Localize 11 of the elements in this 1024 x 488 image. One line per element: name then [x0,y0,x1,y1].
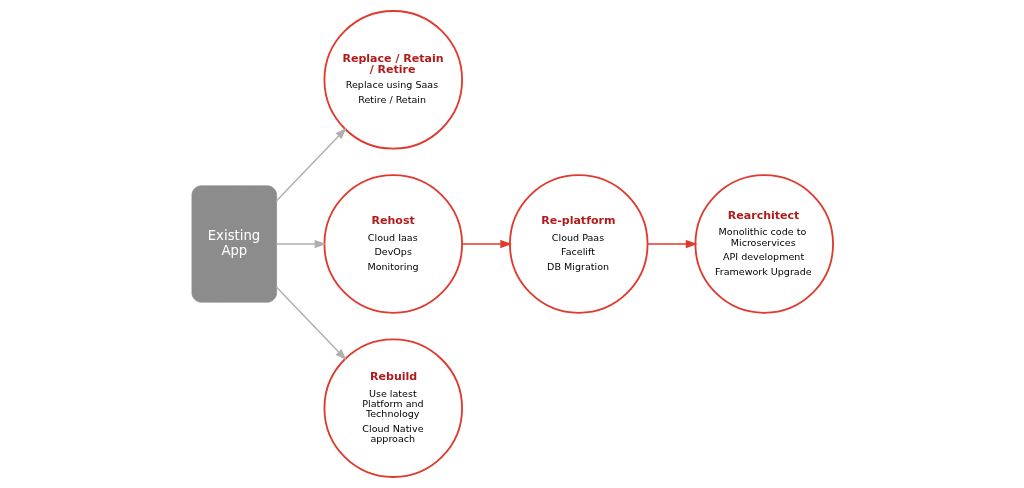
arrow [461,239,512,249]
node-circle: Re-platform Cloud Paas Facelift DB Migration [508,174,648,314]
arrow [275,239,326,249]
arrow [275,127,347,202]
node-circle: Rearchitect Monolithic code to Microservices API development Framework Upgrade [694,174,834,314]
node-circle: Rehost Cloud Iaas DevOps Monitoring [323,174,463,314]
node-circle: Rebuild Use latest Platform and Technology Cloud Native approach [323,338,463,478]
arrow [275,286,347,361]
arrow [646,239,698,249]
node-circle: Replace / Retain / Retire Replace using Saas Retire / Retain [323,10,463,150]
node-box: Existing App [191,185,277,303]
